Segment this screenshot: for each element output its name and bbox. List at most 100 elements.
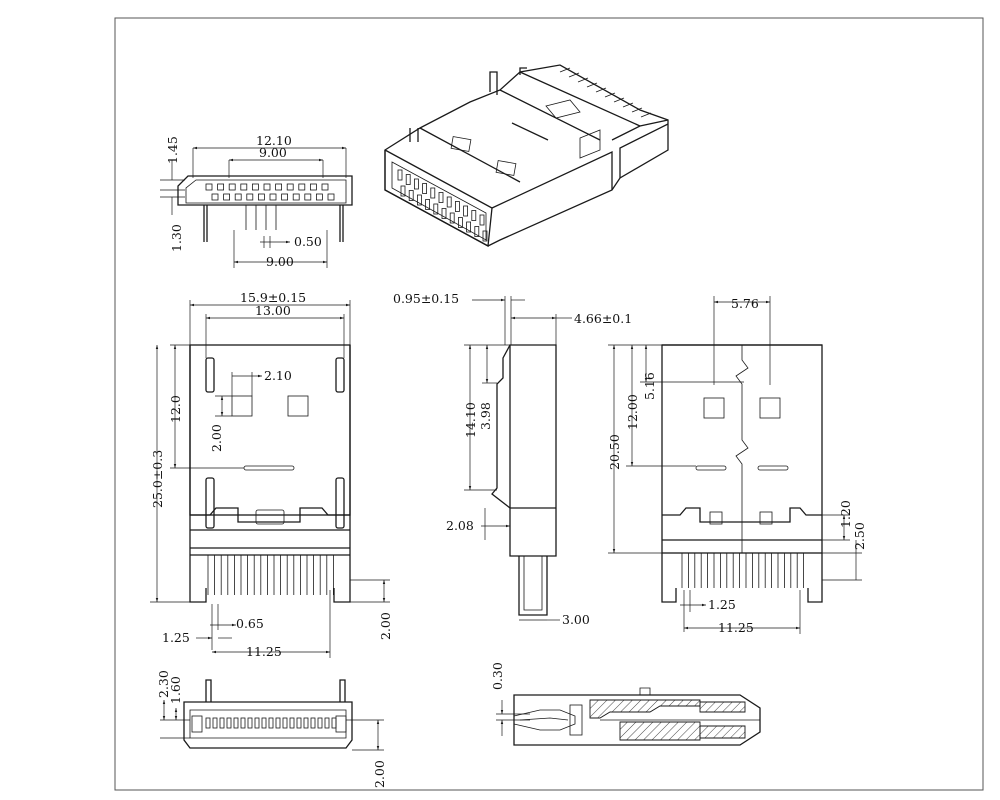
iso-contact-top xyxy=(446,196,452,208)
iso-contact-top xyxy=(471,210,477,221)
dim-top-pin-offset: 1.25 xyxy=(162,630,190,645)
iso-contact-top xyxy=(405,174,411,185)
dim-top-inner-width: 13.00 xyxy=(255,303,291,318)
iso-contact-bottom xyxy=(425,199,431,210)
front-contact-bottom xyxy=(304,193,312,201)
end-view-contact xyxy=(268,717,274,729)
iso-contact-bottom xyxy=(416,194,422,206)
end-view-contact xyxy=(219,717,225,729)
front-view: 12.10 9.00 1.45 1.30 0.50 9.00 xyxy=(160,133,353,269)
iso-rear-pin xyxy=(595,87,607,93)
dim-top-tail-length: 2.00 xyxy=(378,612,393,640)
dim-side-thickness: 4.66±0.1 xyxy=(574,311,632,326)
front-contact-bottom xyxy=(234,193,242,201)
iso-contact-bottom xyxy=(457,217,463,228)
iso-rear-pin xyxy=(568,72,580,78)
iso-rear-pin xyxy=(631,107,643,113)
end-view-contact xyxy=(212,717,218,729)
iso-contact-bottom xyxy=(466,221,472,233)
front-contact-top xyxy=(286,183,294,191)
front-contact-bottom xyxy=(223,193,231,201)
dim-top-overall-length: 25.0±0.3 xyxy=(150,450,165,508)
dim-top-pin-span: 11.25 xyxy=(246,644,282,659)
front-contact-bottom xyxy=(246,193,254,201)
dim-side-length-b: 3.98 xyxy=(478,402,493,430)
dim-bottom-step-a: 1.20 xyxy=(838,500,853,528)
end-view-contact xyxy=(324,717,330,729)
end-view-contact xyxy=(247,717,253,729)
dim-end-tail: 2.00 xyxy=(372,760,387,788)
front-contact-top xyxy=(321,183,329,191)
dim-end-height-a: 2.30 xyxy=(156,670,171,698)
end-view-contact xyxy=(317,717,323,729)
dim-bottom-step-b: 2.50 xyxy=(852,522,867,550)
front-contact-top xyxy=(263,183,271,191)
front-contact-top xyxy=(298,183,306,191)
end-view-contact xyxy=(289,717,295,729)
front-contact-top xyxy=(240,183,248,191)
end-view-contact xyxy=(303,717,309,729)
iso-rear-pin xyxy=(586,82,598,88)
iso-contact-top xyxy=(397,169,403,181)
end-view-contact xyxy=(282,717,288,729)
dim-section-thickness: 0.30 xyxy=(490,662,505,690)
dim-bottom-offset: 5.16 xyxy=(642,372,657,400)
dim-bottom-length-b: 20.50 xyxy=(607,434,622,470)
dim-front-height-top: 1.45 xyxy=(165,136,180,164)
front-contact-bottom xyxy=(257,193,265,201)
front-contact-top xyxy=(205,183,213,191)
front-contact-top xyxy=(275,183,283,191)
top-view: 15.9±0.15 13.00 2.10 2.00 12.0 25.0±0.3 … xyxy=(150,290,393,659)
dim-side-step: 2.08 xyxy=(446,518,474,533)
dim-top-window-width: 2.10 xyxy=(264,368,292,383)
end-view-contact xyxy=(310,717,316,729)
front-contact-top xyxy=(309,183,317,191)
dim-front-height-bottom: 1.30 xyxy=(169,224,184,252)
iso-contact-bottom xyxy=(474,226,480,237)
front-contact-bottom xyxy=(211,193,219,201)
dim-front-pitch: 0.50 xyxy=(294,234,322,249)
iso-rear-pin xyxy=(640,112,652,118)
iso-rear-pin xyxy=(577,77,589,83)
dim-top-pin-pitch: 0.65 xyxy=(236,616,264,631)
dim-front-inner-width: 9.00 xyxy=(259,145,287,160)
end-view-contact xyxy=(226,717,232,729)
dim-bottom-pin-span: 11.25 xyxy=(718,620,754,635)
end-view-contact xyxy=(233,717,239,729)
section-view: 0.30 xyxy=(490,662,761,746)
front-contact-bottom xyxy=(281,193,289,201)
iso-contact-top xyxy=(454,201,460,212)
dim-front-top-width: 12.10 xyxy=(256,133,292,148)
dim-top-window-height: 2.00 xyxy=(209,424,224,452)
iso-contact-top xyxy=(463,205,469,217)
front-contact-top xyxy=(251,183,259,191)
iso-rear-pin xyxy=(559,67,571,73)
dim-front-bottom-width: 9.00 xyxy=(266,254,294,269)
iso-contact-bottom xyxy=(441,208,447,219)
end-view-contact xyxy=(240,717,246,729)
front-contact-bottom xyxy=(327,193,335,201)
end-view-contact xyxy=(296,717,302,729)
iso-contact-top xyxy=(479,214,485,226)
dim-top-overall-width: 15.9±0.15 xyxy=(240,290,306,305)
iso-rear-pin xyxy=(622,102,634,108)
front-contact-top xyxy=(217,183,225,191)
end-view-contact xyxy=(275,717,281,729)
front-contact-top xyxy=(228,183,236,191)
end-view: 2.30 1.60 2.00 xyxy=(156,670,387,788)
iso-contact-bottom xyxy=(482,230,488,242)
iso-rear-pin xyxy=(613,97,625,103)
iso-contact-top xyxy=(413,178,419,190)
dim-side-length-a: 14.10 xyxy=(463,402,478,438)
iso-contact-top xyxy=(422,183,428,194)
dim-side-lip: 0.95±0.15 xyxy=(393,291,459,306)
dim-side-tail: 3.00 xyxy=(562,612,590,627)
iso-rear-pin xyxy=(604,92,616,98)
front-contact-bottom xyxy=(269,193,277,201)
dim-end-height-b: 1.60 xyxy=(168,676,183,704)
front-contact-bottom xyxy=(315,193,323,201)
dim-bottom-pin-offset: 1.25 xyxy=(708,597,736,612)
end-view-contact xyxy=(254,717,260,729)
iso-contact-bottom xyxy=(408,190,414,201)
